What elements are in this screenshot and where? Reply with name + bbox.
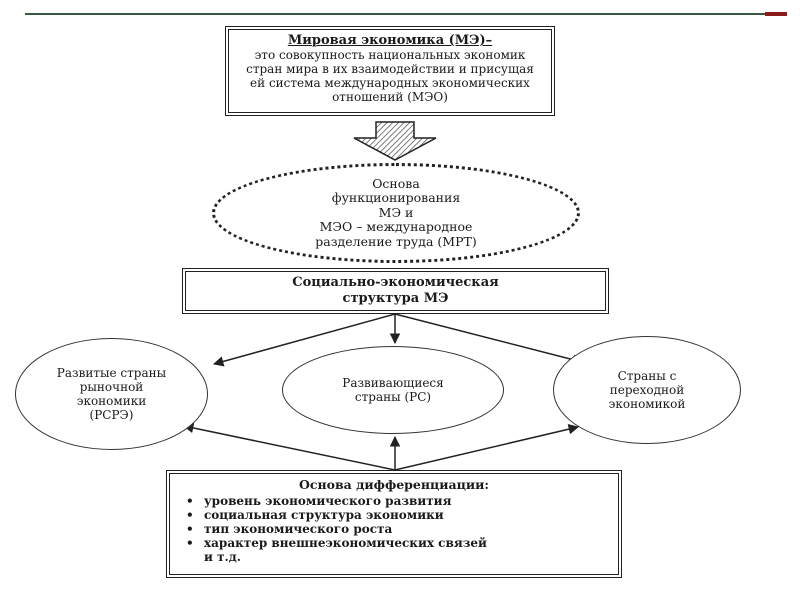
- list-item: и т.д.: [204, 550, 241, 564]
- diff-arrow-to-transition: [394, 424, 580, 471]
- list-item: •уровень экономического развития: [186, 494, 452, 508]
- socio-economic-structure-box: Социально-экономическая структура МЭ: [182, 268, 609, 314]
- basis-line: Основа: [372, 175, 420, 191]
- arrow-to-transition: [394, 313, 584, 365]
- arrow-to-developed: [212, 313, 396, 367]
- basis-line: функционирования: [331, 190, 461, 206]
- differentiation-basis-box: Основа дифференциации: •уровень экономич…: [166, 470, 622, 578]
- developing-countries-circle: Развивающиеся страны (РС): [282, 346, 504, 434]
- diff-arrow-to-developed: [182, 422, 396, 471]
- block-arrow-down: [353, 121, 437, 161]
- world-economy-definition-box: Мировая экономика (МЭ)– это совокупность…: [225, 26, 555, 116]
- bullet-icon: •: [186, 536, 194, 550]
- developing-line: страны (РС): [354, 390, 432, 404]
- developing-line: Развивающиеся: [342, 376, 444, 390]
- developed-line: Развитые страны: [56, 366, 167, 380]
- developed-line: рыночной: [79, 380, 144, 394]
- list-item: •тип экономического роста: [186, 522, 393, 536]
- transition-countries-circle: Страны с переходной экономикой: [553, 336, 741, 444]
- structure-line: структура МЭ: [342, 291, 449, 306]
- list-item: •социальная структура экономики: [186, 508, 444, 522]
- slide-corner-mark: [765, 12, 787, 16]
- functioning-basis-ellipse: Основа функционирования МЭ и МЭО – между…: [212, 163, 580, 263]
- basis-line: МЭ и: [378, 204, 414, 220]
- slide-top-rule: [25, 13, 765, 15]
- list-item: •характер внешнеэкономических связей: [186, 536, 487, 550]
- developed-line: экономики: [76, 394, 147, 408]
- bullet-icon: •: [186, 508, 194, 522]
- transition-line: переходной: [609, 383, 685, 397]
- differentiation-list: •уровень экономического развития •социал…: [178, 494, 610, 564]
- developed-line: (РСРЭ): [89, 408, 134, 422]
- bullet-icon: •: [186, 494, 194, 508]
- developed-countries-circle: Развитые страны рыночной экономики (РСРЭ…: [15, 338, 208, 450]
- transition-line: экономикой: [608, 397, 686, 411]
- definition-text: это совокупность национальных экономик с…: [246, 48, 534, 104]
- transition-line: Страны с: [617, 369, 677, 383]
- basis-line: МЭО – международное: [319, 219, 473, 235]
- basis-line: разделение труда (МРТ): [315, 233, 477, 249]
- structure-line: Социально-экономическая: [292, 275, 499, 290]
- bullet-icon: •: [186, 522, 194, 536]
- definition-title: Мировая экономика (МЭ)–: [287, 33, 493, 48]
- differentiation-title: Основа дифференциации:: [298, 477, 490, 492]
